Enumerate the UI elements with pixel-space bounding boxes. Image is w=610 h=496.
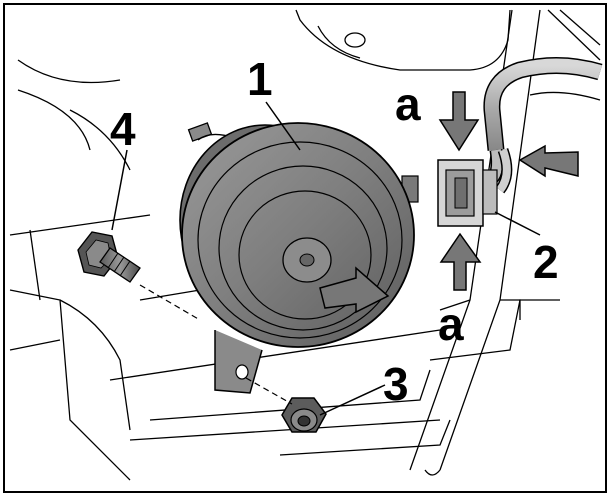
assembly-lines	[139, 284, 293, 405]
callout-a-top: a	[395, 78, 421, 130]
mounting-nut	[281, 397, 327, 433]
callout-a-bottom: a	[438, 298, 464, 350]
horn-removal-arrow-icon	[319, 266, 390, 314]
direction-arrows	[319, 91, 579, 314]
callout-2: 2	[533, 236, 559, 288]
electrical-connector	[437, 159, 498, 227]
vehicle-body-lines	[9, 9, 601, 481]
callout-4: 4	[110, 103, 136, 155]
leader-lines	[111, 101, 541, 416]
callout-3: 3	[383, 358, 409, 410]
press-arrow-down-icon	[438, 91, 480, 152]
mounting-bolt	[77, 231, 141, 283]
press-arrow-up-icon	[439, 232, 482, 291]
callout-1: 1	[247, 53, 273, 105]
pull-arrow-icon	[518, 144, 579, 178]
